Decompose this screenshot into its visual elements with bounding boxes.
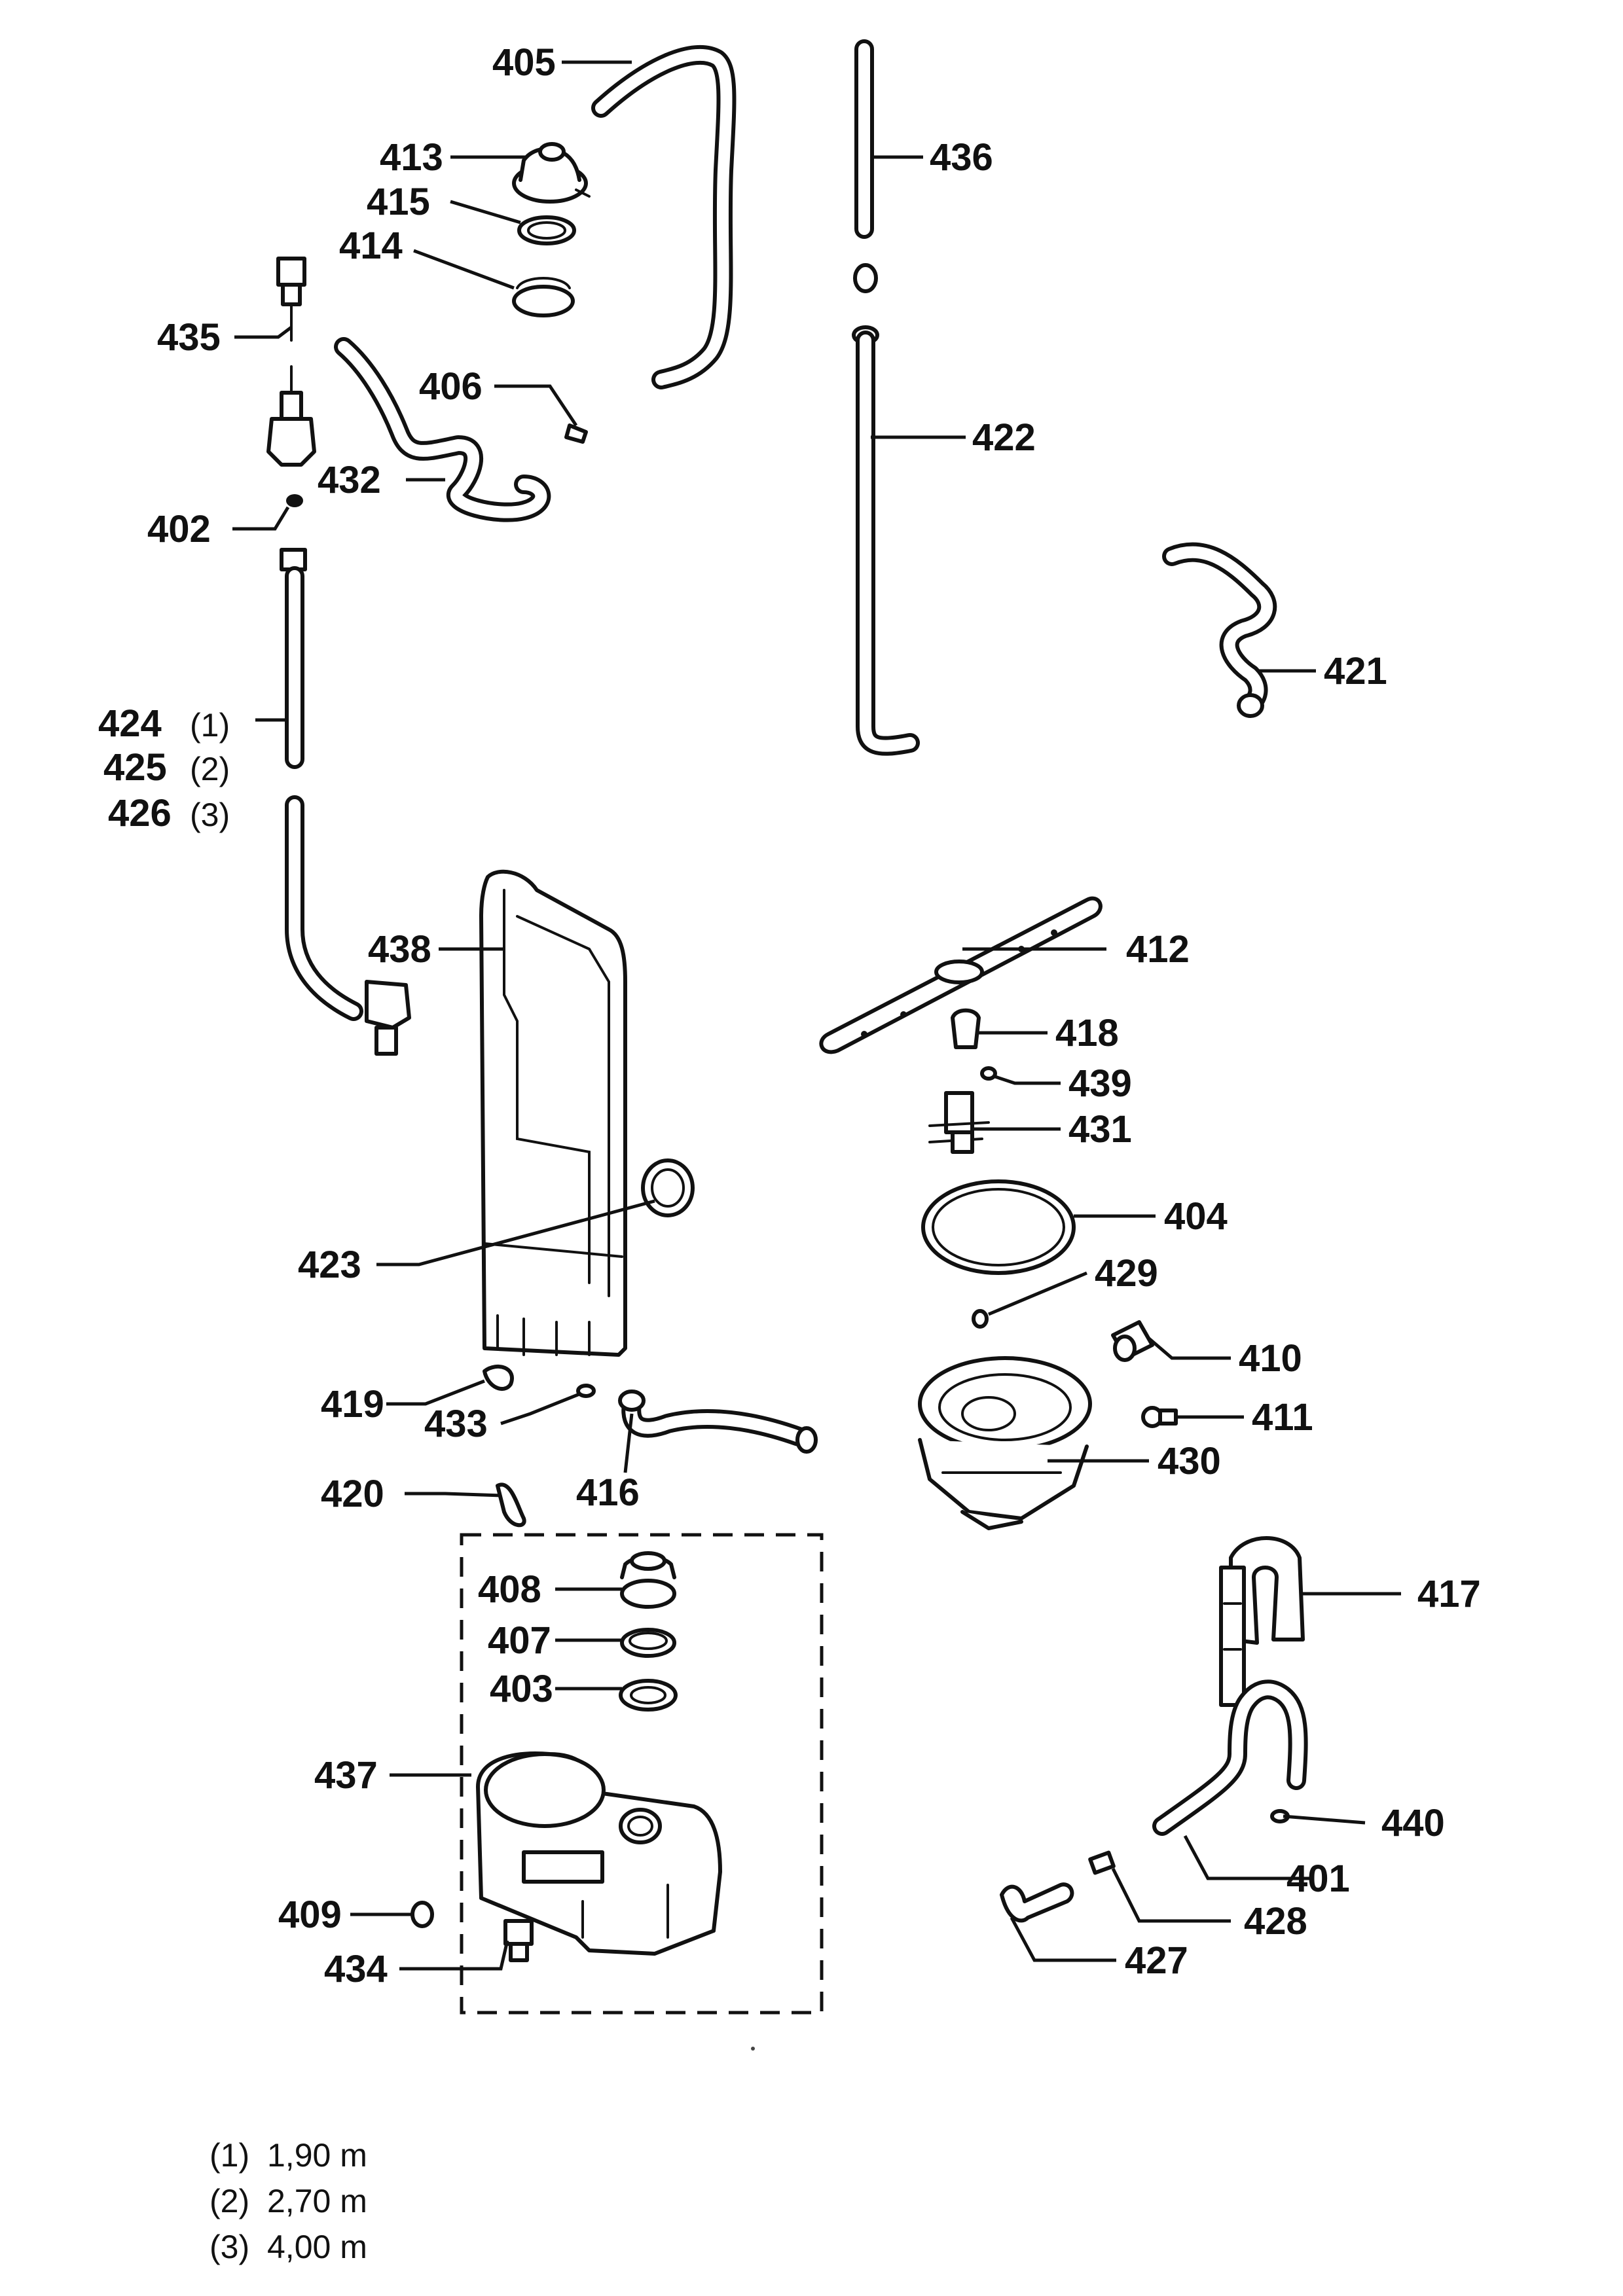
length-note-ref-2: (2) xyxy=(210,2183,249,2219)
length-ref-1: (1) xyxy=(190,707,230,744)
hose-432 xyxy=(334,337,551,522)
label-413: 413 xyxy=(380,136,443,179)
label-433: 433 xyxy=(424,1403,488,1445)
label-429: 429 xyxy=(1095,1252,1158,1295)
length-note-val-2: 2,70 m xyxy=(267,2183,367,2219)
length-note-val-3: 4,00 m xyxy=(267,2229,367,2265)
length-ref-2: (2) xyxy=(190,751,230,787)
hose-end-connector xyxy=(365,980,411,1056)
switch-434 xyxy=(503,1919,534,1962)
label-436: 436 xyxy=(930,136,993,179)
part-431 xyxy=(928,1091,990,1154)
clip-420 xyxy=(496,1482,526,1528)
label-430: 430 xyxy=(1158,1440,1221,1482)
bracket-417 xyxy=(1219,1536,1305,1707)
clip-419 xyxy=(483,1364,514,1391)
clip-406 xyxy=(564,423,588,444)
washer-433 xyxy=(576,1384,596,1398)
stray-dot xyxy=(751,2047,755,2051)
label-410: 410 xyxy=(1239,1337,1302,1380)
label-405: 405 xyxy=(492,41,556,84)
screw-411 xyxy=(1141,1406,1178,1428)
label-423: 423 xyxy=(298,1244,361,1286)
label-437: 437 xyxy=(314,1754,378,1797)
label-418: 418 xyxy=(1055,1012,1119,1054)
clamp-414 xyxy=(512,277,575,317)
detergent-assembly-box xyxy=(460,1533,824,2015)
gasket-403 xyxy=(619,1679,678,1712)
label-402: 402 xyxy=(147,508,211,550)
washer-402 xyxy=(286,494,303,507)
length-note-val-1: 1,90 m xyxy=(267,2137,367,2174)
length-note-ref-1: (1) xyxy=(210,2137,249,2174)
hose-401 xyxy=(1152,1679,1308,1836)
part-428 xyxy=(1088,1850,1116,1875)
length-ref-3: (3) xyxy=(190,797,230,833)
gasket-404 xyxy=(921,1179,1076,1275)
part-409 xyxy=(410,1901,434,1928)
part-labels: 405 413 415 414 435 406 432 402 424 425 … xyxy=(98,41,1481,1990)
inlet-valve xyxy=(266,365,316,467)
length-legend: (1) 1,90 m (2) 2,70 m (3) 4,00 m xyxy=(210,2137,367,2265)
label-424: 424 xyxy=(98,702,162,745)
hose-424-425-426 xyxy=(280,548,363,1021)
pipe-436 xyxy=(853,39,878,293)
container-437 xyxy=(476,1751,722,1956)
label-435: 435 xyxy=(157,316,221,359)
part-410 xyxy=(1111,1320,1154,1362)
label-406: 406 xyxy=(419,365,483,408)
pipe-422 xyxy=(852,325,920,756)
label-415: 415 xyxy=(367,181,430,223)
hose-405 xyxy=(591,45,737,389)
label-420: 420 xyxy=(321,1473,384,1515)
label-421: 421 xyxy=(1324,650,1387,692)
clip-427 xyxy=(1000,1882,1074,1923)
screw-429 xyxy=(972,1309,989,1329)
screw-439 xyxy=(980,1066,997,1081)
part-418 xyxy=(951,1008,981,1049)
label-401: 401 xyxy=(1286,1857,1350,1900)
valve-stem-435 xyxy=(276,257,306,342)
label-427: 427 xyxy=(1125,1939,1188,1982)
label-438: 438 xyxy=(368,928,431,971)
label-417: 417 xyxy=(1417,1573,1481,1615)
label-440: 440 xyxy=(1381,1802,1445,1844)
label-426: 426 xyxy=(108,792,172,834)
label-431: 431 xyxy=(1068,1108,1132,1151)
label-409: 409 xyxy=(278,1893,342,1936)
label-414: 414 xyxy=(339,224,403,267)
label-411: 411 xyxy=(1252,1396,1313,1439)
label-416: 416 xyxy=(576,1471,640,1514)
label-412: 412 xyxy=(1126,928,1190,971)
ring-407 xyxy=(620,1628,676,1658)
label-439: 439 xyxy=(1068,1062,1132,1105)
label-422: 422 xyxy=(972,416,1036,459)
hose-416 xyxy=(618,1390,818,1454)
spray-arm-412 xyxy=(819,896,1103,1054)
label-432: 432 xyxy=(318,459,381,501)
panel-438 xyxy=(479,869,695,1357)
label-419: 419 xyxy=(321,1383,384,1426)
label-425: 425 xyxy=(103,746,167,789)
label-407: 407 xyxy=(488,1619,551,1662)
ring-415 xyxy=(517,215,576,245)
label-434: 434 xyxy=(324,1948,388,1990)
label-404: 404 xyxy=(1164,1195,1228,1238)
hose-421 xyxy=(1162,542,1277,718)
length-note-ref-3: (3) xyxy=(210,2229,249,2265)
nut-408 xyxy=(620,1551,676,1609)
label-403: 403 xyxy=(490,1668,553,1710)
label-408: 408 xyxy=(478,1568,541,1611)
label-428: 428 xyxy=(1244,1900,1307,1943)
cap-413 xyxy=(512,142,591,204)
sump-430 xyxy=(918,1356,1092,1530)
leader-lines xyxy=(232,60,1401,1971)
